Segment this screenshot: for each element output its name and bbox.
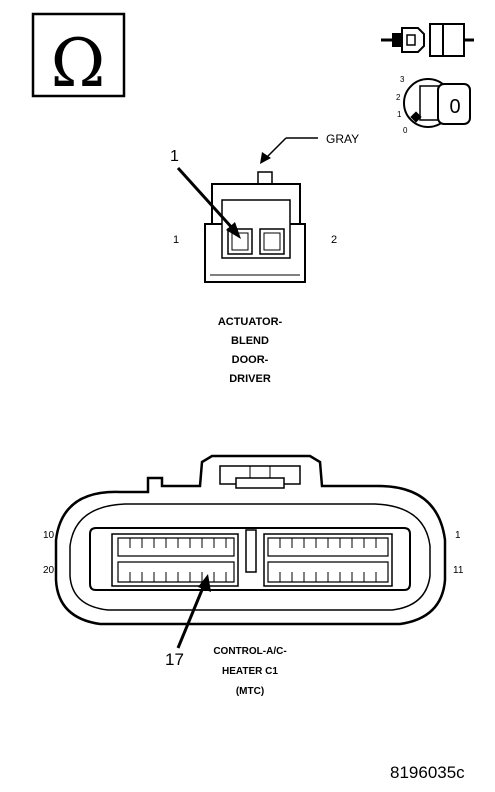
callout-number-17: 17: [165, 650, 184, 669]
title-line: ACTUATOR-: [217, 316, 283, 328]
svg-text:0: 0: [449, 96, 460, 118]
connector-b-title: CONTROL-A/C- HEATER C1 (MTC): [190, 642, 310, 702]
pin-label-20: 20: [43, 565, 55, 576]
title-line: DOOR-: [231, 354, 269, 366]
pin-label-11: 11: [453, 565, 464, 576]
ignition-key-icon: 3 2 1 0 0: [396, 75, 471, 135]
title-line: HEATER C1: [222, 666, 278, 677]
title-line: BLEND: [231, 335, 269, 347]
svg-text:3: 3: [400, 75, 405, 84]
wire-color-label: GRAY: [326, 132, 360, 146]
svg-text:2: 2: [396, 93, 401, 102]
pin-label-10: 10: [43, 530, 55, 541]
pin-label-1: 1: [173, 234, 180, 246]
pin-label-2: 2: [331, 234, 338, 246]
ohm-meter-icon: Ω: [31, 12, 126, 102]
svg-text:1: 1: [397, 110, 402, 119]
figure-id: 8196035c: [390, 763, 465, 782]
pin-label-1: 1: [455, 530, 461, 541]
blend-door-connector: [204, 137, 318, 283]
connector-a-title: ACTUATOR- BLEND DOOR- DRIVER: [200, 313, 300, 389]
callout-17-arrow: [176, 574, 211, 649]
callout-number-1: 1: [170, 148, 179, 165]
control-ac-heater-connector: [54, 454, 447, 626]
disconnect-connector-icon: [381, 23, 474, 57]
title-line: CONTROL-A/C-: [213, 646, 287, 657]
callout-1-arrow: [176, 166, 241, 239]
svg-text:Ω: Ω: [51, 25, 106, 102]
title-line: (MTC): [235, 686, 265, 697]
title-line: DRIVER: [229, 373, 271, 385]
svg-text:0: 0: [403, 126, 408, 135]
